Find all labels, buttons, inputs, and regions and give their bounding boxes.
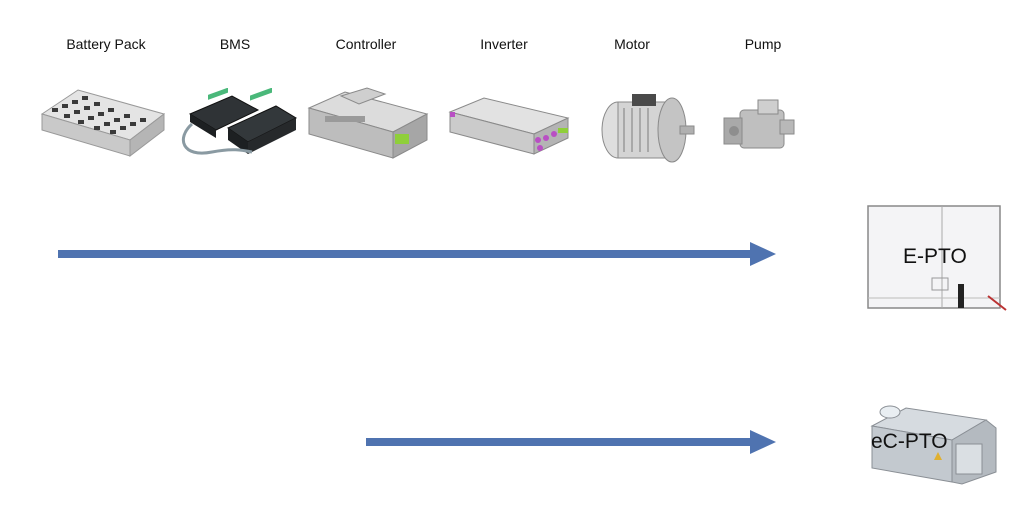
electric-motor-icon (601, 94, 695, 163)
label-bms: BMS (219, 36, 251, 52)
label-controller: Controller (335, 36, 397, 52)
e-pto-cabinet-icon (867, 205, 1007, 311)
e-pto-label: E-PTO (903, 245, 967, 268)
inverter-icon (448, 97, 570, 155)
ec-pto-label: eC-PTO (871, 430, 948, 453)
controller-icon (307, 87, 429, 159)
label-battery-pack: Battery Pack (66, 36, 146, 52)
label-inverter: Inverter (480, 36, 528, 52)
hydraulic-pump-icon (723, 99, 795, 149)
bms-module-icon (181, 88, 298, 155)
ec-pto-unit-icon (870, 405, 997, 485)
label-pump: Pump (744, 36, 782, 52)
label-motor: Motor (614, 36, 650, 52)
arrow-to-ec-pto (366, 430, 776, 454)
battery-pack-icon (40, 89, 166, 158)
arrow-to-e-pto (58, 242, 776, 266)
